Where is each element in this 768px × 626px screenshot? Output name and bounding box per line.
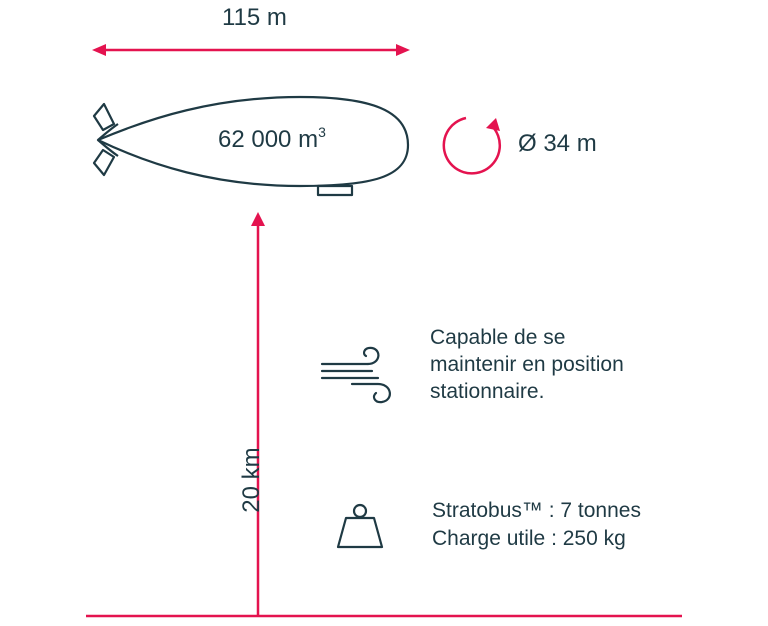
length-label: 115 m [222, 4, 287, 31]
altitude-label: 20 km [238, 447, 265, 513]
diameter-label: Ø 34 m [518, 130, 597, 157]
wind-icon [320, 346, 391, 404]
weight-icon [336, 503, 384, 549]
volume-exponent: 3 [318, 124, 326, 140]
wind-description: Capable de se maintenir en position stat… [430, 326, 624, 403]
rotation-arrow-icon [442, 116, 502, 175]
weight-description: Stratobus™ : 7 tonnes Charge utile : 250… [432, 497, 641, 553]
altitude-up-arrow-icon [251, 212, 265, 616]
volume-value: 62 000 m [218, 126, 319, 153]
airship-outline [92, 95, 410, 197]
weight-line-total: Stratobus™ : 7 tonnes [432, 499, 641, 522]
length-double-arrow-icon [92, 44, 410, 56]
volume-label: 62 000 m3 [218, 124, 326, 154]
weight-line-payload: Charge utile : 250 kg [432, 527, 626, 550]
